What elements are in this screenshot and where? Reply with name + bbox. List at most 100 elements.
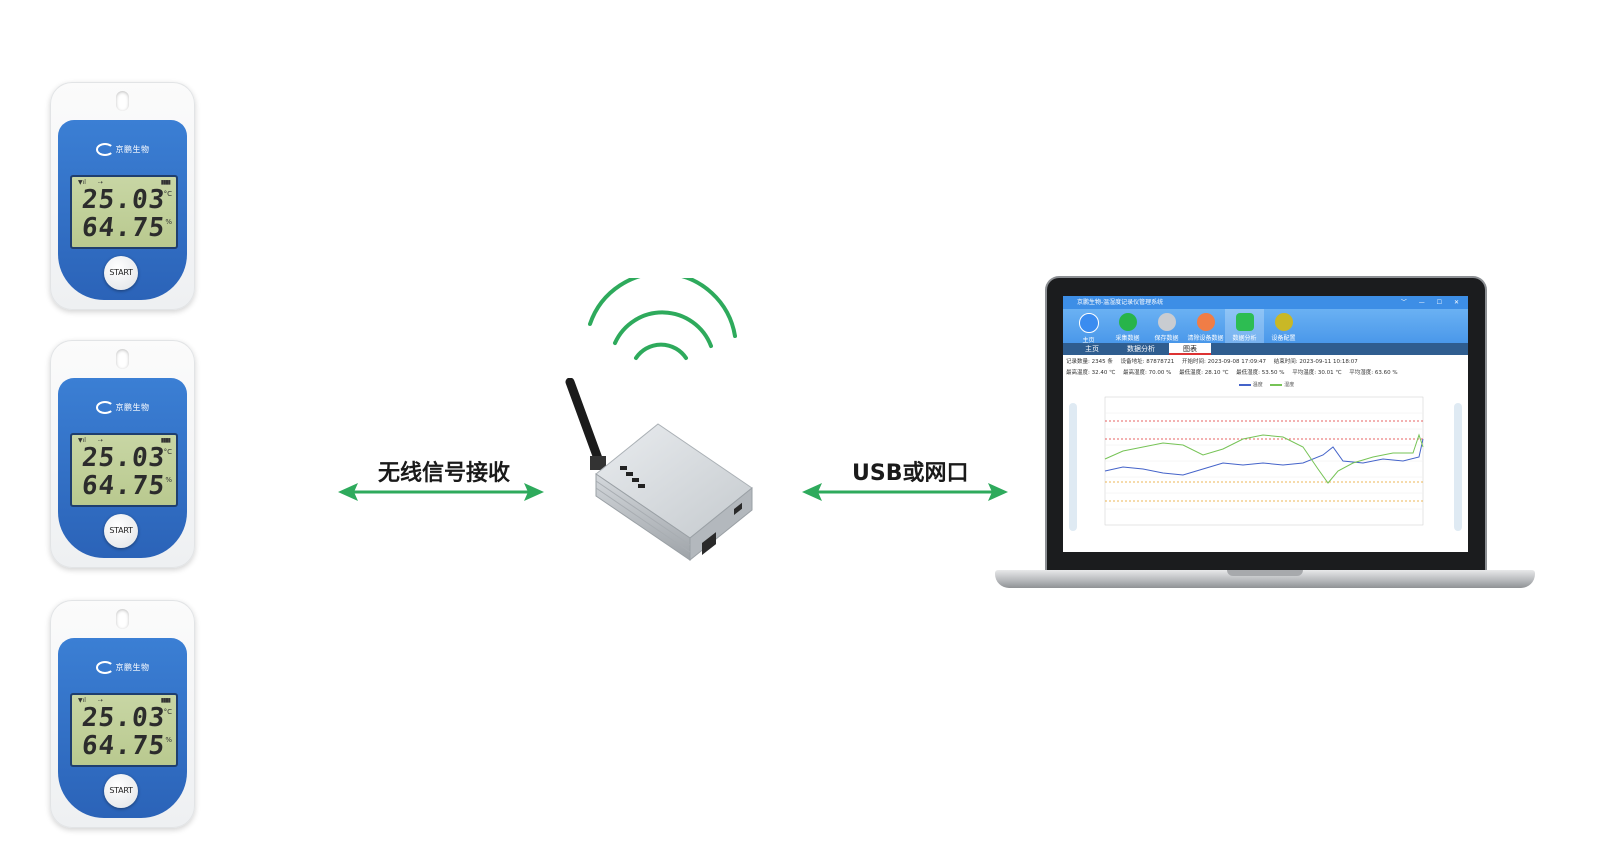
collect-icon — [1118, 313, 1137, 331]
chart-legend: 温度 湿度 — [1063, 381, 1468, 389]
hum-scrollbar — [1454, 403, 1462, 531]
toolbar-save-button[interactable]: 保存数据 — [1147, 309, 1186, 343]
tab-home[interactable]: 主页 — [1085, 345, 1099, 353]
temperature-unit: °C — [163, 448, 172, 456]
ethernet-port — [702, 532, 716, 556]
grid-icon — [1235, 313, 1254, 331]
start-button[interactable]: START — [104, 774, 138, 808]
brand-swirl-icon — [95, 143, 114, 156]
humidity-unit: % — [165, 476, 172, 484]
signal-arc-outer — [588, 278, 737, 338]
arrow-head-right — [524, 483, 544, 501]
window-controls[interactable]: ﹀ — ☐ ✕ — [1400, 299, 1464, 306]
brand-text: 京鹏生物 — [115, 145, 150, 154]
humidity-reading: 64.75 — [80, 471, 167, 501]
stat-item: 记录数量: 2345 条 — [1066, 359, 1113, 365]
led-1 — [620, 466, 627, 470]
toolbar-home-button[interactable]: 主页 — [1069, 309, 1108, 344]
logger-face: 京鹏生物 ▼ıl ⇢ ▮▮▮▮ 25.03 °C 64.75 % START — [58, 120, 187, 300]
temperature-unit: °C — [163, 708, 172, 716]
temp-scrollbar — [1069, 403, 1077, 531]
logger-device-3: 京鹏生物 ▼ıl ⇢ ▮▮▮▮ 25.03 °C 64.75 % START — [50, 600, 195, 828]
temperature-reading: 25.03 — [80, 443, 167, 473]
lcd-status-icons: ▼ıl ⇢ ▮▮▮▮ — [78, 697, 171, 704]
gridlines — [1105, 412, 1423, 510]
usb-label: USB或网口 — [852, 461, 969, 486]
stats-row-2: 最高温度: 32.40 ℃ 最高湿度: 70.00 % 最低温度: 28.10 … — [1066, 368, 1465, 379]
app-toolbar: 主页 采集数据 保存数据 清除设备数据 — [1063, 309, 1468, 344]
hanging-slot — [116, 349, 129, 369]
app-titlebar: 京鹏生物-温湿度记录仪管理系统 ﹀ — ☐ ✕ — [1063, 296, 1468, 309]
humidity-series-line — [1104, 433, 1424, 484]
logger-device-2: 京鹏生物 ▼ıl ⇢ ▮▮▮▮ 25.03 °C 64.75 % START — [50, 340, 195, 568]
start-button[interactable]: START — [104, 256, 138, 290]
signal-icon: ▼ıl — [78, 697, 86, 704]
stat-item: 平均温度: 30.01 ℃ — [1292, 370, 1342, 376]
battery-icon: ▮▮▮▮ — [160, 697, 171, 704]
brand-logo: 京鹏生物 — [58, 143, 187, 156]
app-tabs: 主页 数据分析 图表 — [1063, 343, 1468, 355]
hanging-slot — [116, 91, 129, 111]
status-leds — [620, 466, 645, 488]
brand-text: 京鹏生物 — [115, 663, 150, 672]
legend-swatch-hum — [1270, 383, 1283, 386]
lcd-display: ▼ıl ⇢ ▮▮▮▮ 25.03 °C 64.75 % — [70, 175, 178, 249]
battery-icon: ▮▮▮▮ — [160, 179, 171, 186]
logger-device-1: 京鹏生物 ▼ıl ⇢ ▮▮▮▮ 25.03 °C 64.75 % START — [50, 82, 195, 310]
database-icon — [1157, 313, 1176, 331]
signal-icon: ▼ıl — [78, 437, 86, 444]
antenna-base — [590, 456, 606, 470]
signal-icon: ▼ıl — [78, 179, 86, 186]
wireless-double-arrow — [338, 483, 544, 501]
legend-swatch-temp — [1238, 383, 1251, 386]
usb-icon: ⇢ — [97, 697, 103, 704]
brand-logo: 京鹏生物 — [58, 661, 187, 674]
stat-item: 平均湿度: 63.60 % — [1349, 370, 1398, 376]
app-title: 京鹏生物-温湿度记录仪管理系统 — [1077, 299, 1164, 306]
battery-icon: ▮▮▮▮ — [160, 437, 171, 444]
stats-row-1: 记录数量: 2345 条 设备地址: 87878721 开始时间: 2023-0… — [1066, 357, 1465, 368]
tab-chart[interactable]: 图表 — [1169, 343, 1211, 355]
lcd-status-icons: ▼ıl ⇢ ▮▮▮▮ — [78, 437, 171, 444]
brand-swirl-icon — [95, 401, 114, 414]
front-ridges — [595, 480, 691, 553]
lcd-display: ▼ıl ⇢ ▮▮▮▮ 25.03 °C 64.75 % — [70, 693, 178, 767]
temperature-reading: 25.03 — [80, 703, 167, 733]
antenna — [565, 378, 605, 469]
arrow-head-left — [802, 483, 822, 501]
brand-logo: 京鹏生物 — [58, 401, 187, 414]
logger-face: 京鹏生物 ▼ıl ⇢ ▮▮▮▮ 25.03 °C 64.75 % START — [58, 378, 187, 558]
laptop-base — [995, 570, 1535, 588]
laptop-lid: 京鹏生物-温湿度记录仪管理系统 ﹀ — ☐ ✕ 主页 采集数据 保存数据 — [1045, 276, 1487, 574]
laptop-screen: 京鹏生物-温湿度记录仪管理系统 ﹀ — ☐ ✕ 主页 采集数据 保存数据 — [1063, 296, 1468, 552]
logger-face: 京鹏生物 ▼ıl ⇢ ▮▮▮▮ 25.03 °C 64.75 % START — [58, 638, 187, 818]
toolbar-label: 数据分析 — [1232, 335, 1257, 342]
stat-item: 最高温度: 32.40 ℃ — [1066, 370, 1116, 376]
stat-item: 最高湿度: 70.00 % — [1123, 370, 1172, 376]
toolbar-label: 主页 — [1082, 337, 1095, 344]
home-icon — [1078, 313, 1099, 333]
laptop: 京鹏生物-温湿度记录仪管理系统 ﹀ — ☐ ✕ 主页 采集数据 保存数据 — [995, 276, 1535, 596]
toolbar-config-button[interactable]: 设备配置 — [1264, 309, 1303, 343]
usb-icon: ⇢ — [97, 437, 103, 444]
humidity-unit: % — [165, 736, 172, 744]
stat-item: 设备地址: 87878721 — [1120, 359, 1175, 365]
lcd-status-icons: ▼ıl ⇢ ▮▮▮▮ — [78, 179, 171, 186]
stats-panel: 记录数量: 2345 条 设备地址: 87878721 开始时间: 2023-0… — [1063, 355, 1468, 381]
brand-swirl-icon — [95, 661, 114, 674]
toolbar-collect-button[interactable]: 采集数据 — [1108, 309, 1147, 343]
tab-analysis[interactable]: 数据分析 — [1127, 345, 1155, 353]
toolbar-clear-button[interactable]: 清除设备数据 — [1186, 309, 1225, 343]
trash-icon — [1196, 313, 1215, 331]
toolbar-label: 采集数据 — [1115, 335, 1140, 342]
toolbar-label: 设备配置 — [1271, 335, 1296, 342]
arrow-head-right — [988, 483, 1008, 501]
laptop-notch — [1227, 570, 1303, 576]
usb-double-arrow — [802, 483, 1008, 501]
toolbar-analysis-button[interactable]: 数据分析 — [1225, 309, 1264, 343]
brand-text: 京鹏生物 — [115, 403, 150, 412]
start-button[interactable]: START — [104, 514, 138, 548]
led-4 — [638, 484, 645, 488]
wireless-gateway-device — [565, 378, 753, 562]
usb-icon: ⇢ — [97, 179, 103, 186]
